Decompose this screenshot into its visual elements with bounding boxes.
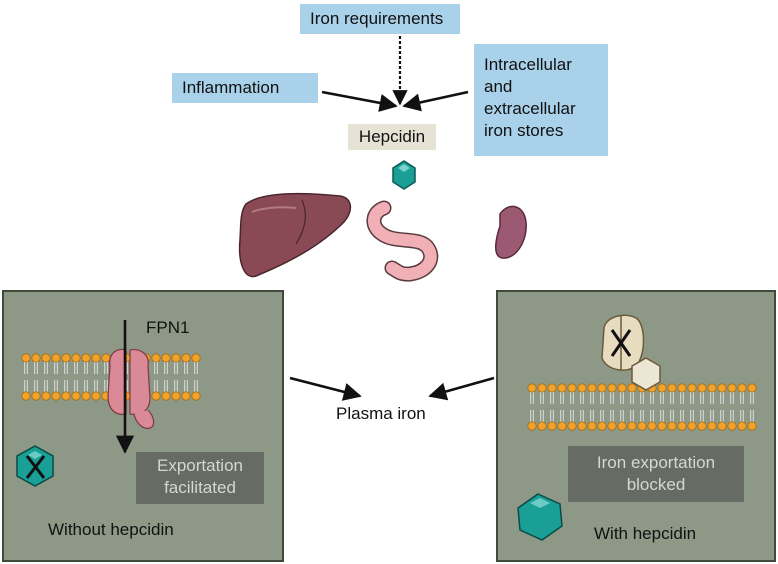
hepcidin-present-icon bbox=[517, 493, 563, 541]
iron-stores-line-4: iron stores bbox=[484, 121, 564, 140]
exportation-line-1: Exportation bbox=[157, 456, 243, 475]
fpn1-label: FPN1 bbox=[146, 318, 190, 337]
iron-stores-line-1: Intracellular bbox=[484, 55, 572, 74]
iron-exportation-blocked-label: Iron exportation blocked bbox=[568, 446, 744, 502]
right-membrane bbox=[527, 383, 757, 431]
blocked-line-2: blocked bbox=[626, 475, 686, 494]
blocked-line-1: Iron exportation bbox=[596, 453, 716, 472]
plasma-iron-label: Plasma iron bbox=[336, 404, 426, 423]
hepcidin-label: Hepcidin bbox=[348, 124, 436, 150]
iron-requirements-label: Iron requirements bbox=[300, 4, 460, 34]
stores-arrow bbox=[402, 90, 469, 112]
export-to-plasma-arrow bbox=[289, 376, 362, 401]
iron-stores-line-3: extracellular bbox=[484, 99, 576, 118]
spleen-icon bbox=[495, 205, 527, 259]
absent-hepcidin-icon bbox=[16, 445, 54, 487]
exportation-facilitated-label: Exportation facilitated bbox=[136, 452, 264, 504]
iron-stores-line-2: and bbox=[484, 77, 513, 96]
liver-icon bbox=[238, 192, 352, 278]
exportation-line-2: facilitated bbox=[164, 478, 236, 497]
fpn1-transporter-icon bbox=[107, 348, 155, 429]
iron-stores-label: Intracellular and extracellular iron sto… bbox=[474, 44, 608, 156]
inflammation-arrow bbox=[321, 90, 398, 112]
without-hepcidin-caption: Without hepcidin bbox=[48, 520, 174, 539]
internalized-fpn1-icon bbox=[601, 314, 661, 391]
blocked-to-plasma-arrow bbox=[428, 376, 495, 401]
with-hepcidin-caption: With hepcidin bbox=[594, 524, 697, 543]
inflammation-label: Inflammation bbox=[172, 73, 318, 103]
